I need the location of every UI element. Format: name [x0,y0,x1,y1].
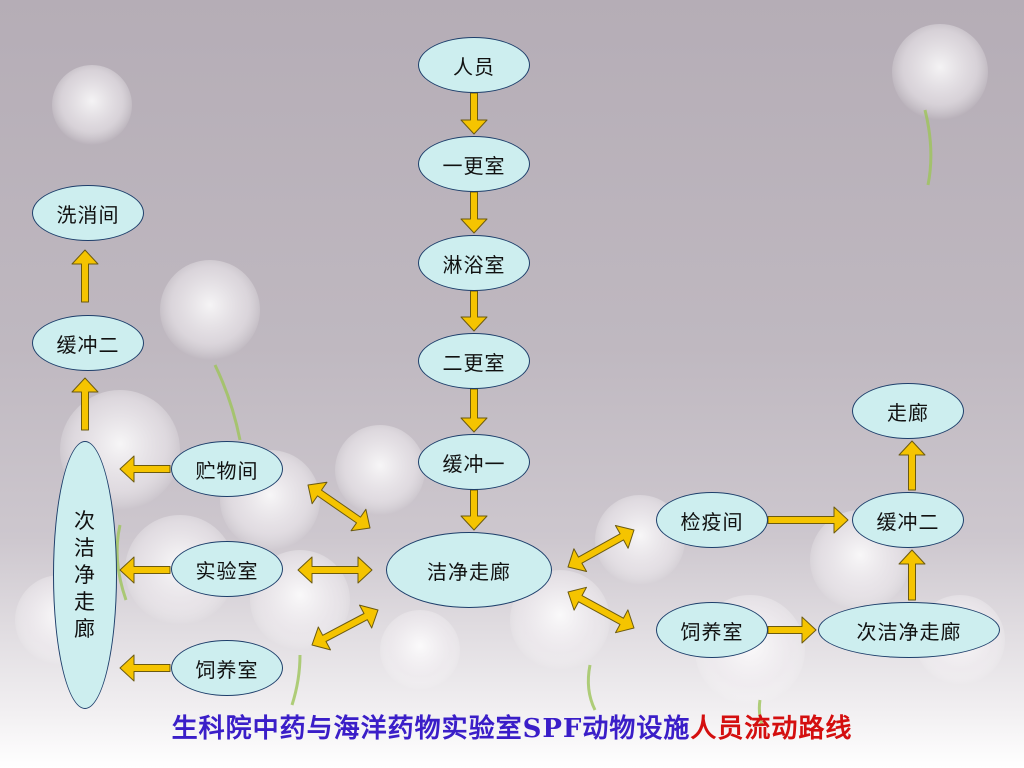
node-quarantine-room[interactable]: 检疫间 [656,492,768,548]
vertical-label-char: 净 [74,562,96,587]
title-facility: 生科院中药与海洋药物实验室SPF动物设施 [171,714,691,744]
arrow-personnel-to-first-change [460,92,488,135]
arrow-buffer-two-to-corridor-exit [898,440,926,491]
node-first-change-room[interactable]: 一更室 [418,136,530,192]
arrow-secondary-corridor-to-buffer-two [71,377,99,431]
node-buffer-two-left[interactable]: 缓冲二 [32,315,144,371]
arrow-clean-corridor-feeding-left [311,604,379,651]
arrow-feeding-to-secondary-corridor-right [767,616,817,644]
vertical-label-char: 洁 [74,535,96,560]
arrow-storage-to-secondary-corridor [119,455,171,483]
node-wash-room[interactable]: 洗消间 [32,185,144,241]
node-secondary-clean-corridor-left[interactable]: 次洁净走廊 [53,441,117,709]
arrow-clean-corridor-quarantine [567,525,635,572]
node-feeding-room-right[interactable]: 饲养室 [656,602,768,658]
title-route: 人员流动路线 [690,714,853,744]
page-title: 生科院中药与海洋药物实验室SPF动物设施人员流动路线 [0,708,1024,745]
arrow-buffer-two-to-wash-room [71,249,99,303]
node-second-change-room[interactable]: 二更室 [418,333,530,389]
arrow-feeding-to-secondary-corridor [119,654,171,682]
vertical-label-char: 次 [74,508,96,533]
arrow-clean-corridor-lab [297,556,373,584]
node-shower-room[interactable]: 淋浴室 [418,235,530,291]
vertical-label-char: 廊 [74,616,96,641]
node-buffer-two-right[interactable]: 缓冲二 [852,492,964,548]
arrow-lab-to-secondary-corridor [119,556,171,584]
dandelion-stems [115,109,933,726]
arrow-quarantine-to-buffer-two [767,506,849,534]
node-buffer-one[interactable]: 缓冲一 [418,434,530,490]
arrow-shower-to-second-change [460,290,488,332]
node-lab-room[interactable]: 实验室 [171,541,283,597]
arrow-clean-corridor-storage [307,481,371,532]
arrow-second-change-to-buffer-one [460,388,488,433]
arrow-buffer-one-to-clean-corridor [460,489,488,531]
node-feeding-room-left[interactable]: 饲养室 [171,640,283,696]
node-clean-corridor[interactable]: 洁净走廊 [386,532,552,608]
arrow-clean-corridor-feeding-right [567,586,635,634]
arrow-secondary-corridor-to-buffer-two [898,549,926,601]
node-secondary-clean-corridor-right[interactable]: 次洁净走廊 [818,602,1000,658]
arrow-first-change-to-shower [460,191,488,234]
node-corridor-exit[interactable]: 走廊 [852,383,964,439]
node-storage-room[interactable]: 贮物间 [171,441,283,497]
secondary-clean-corridor-left-label: 次洁净走廊 [74,508,96,643]
vertical-label-char: 走 [74,589,96,614]
node-personnel[interactable]: 人员 [418,37,530,93]
